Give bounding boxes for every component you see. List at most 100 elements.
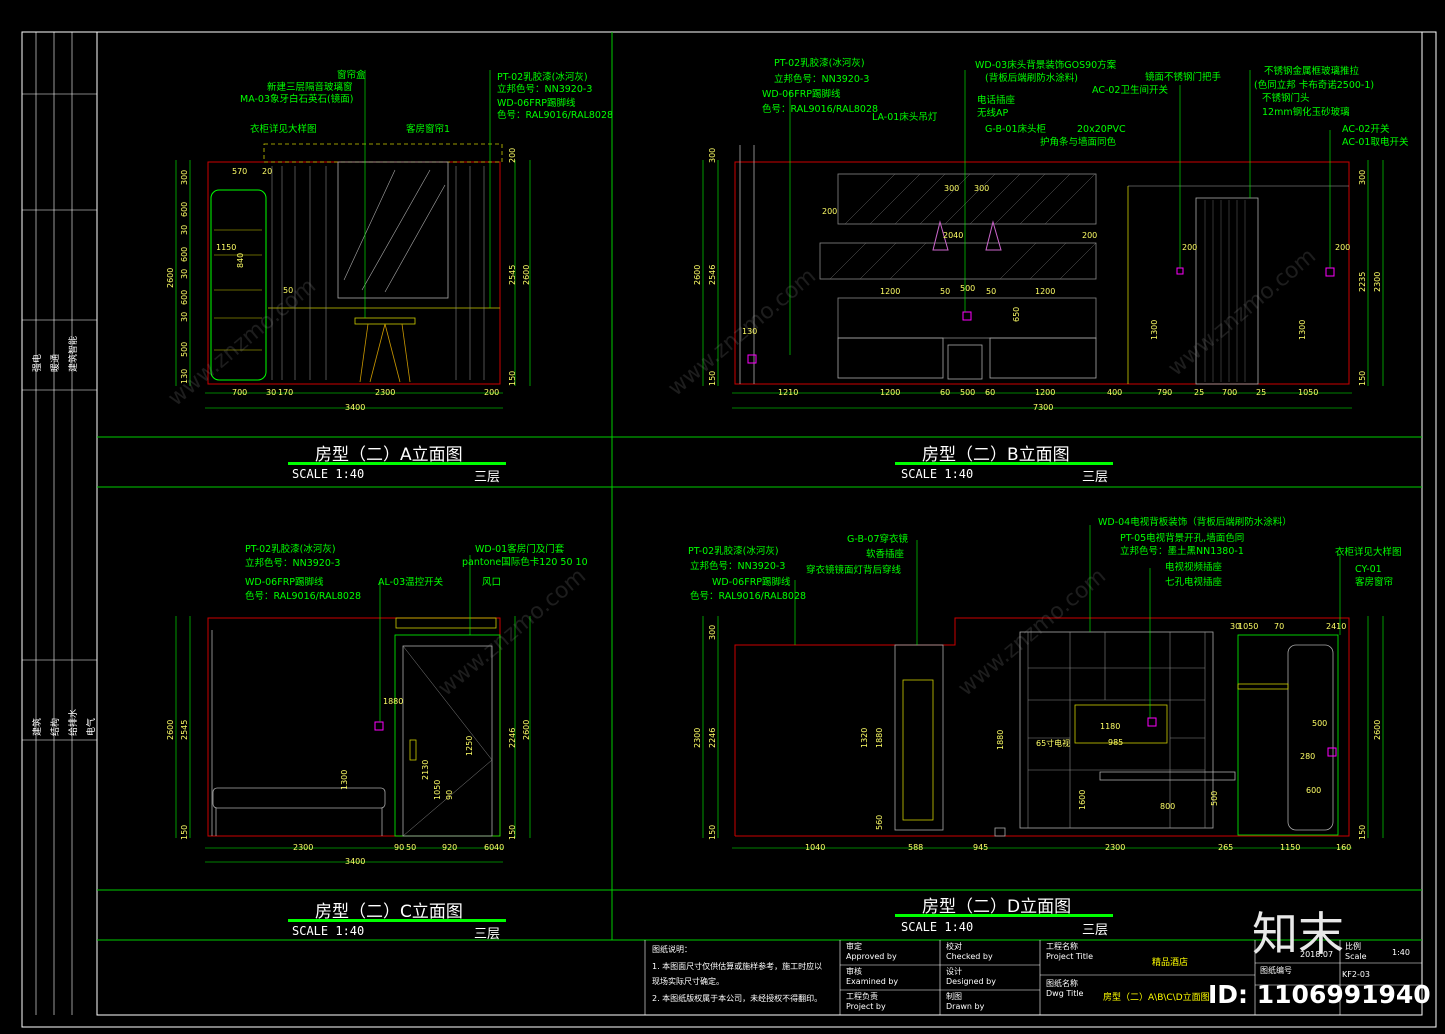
dimension: 50: [986, 287, 997, 296]
annotation: 电视视频插座: [1165, 562, 1223, 573]
dimension: 150: [508, 824, 517, 840]
dimension: 1200: [880, 287, 901, 296]
annotation: PT-02乳胶漆(冰河灰): [688, 546, 779, 557]
dwg-title: 房型（二）A\B\C\D立面图: [1103, 993, 1210, 1003]
annotation: WD-06FRP踢脚线: [762, 89, 841, 100]
dimension: 700: [1222, 388, 1238, 397]
dimension: 20: [262, 167, 273, 176]
dimension: 1040: [805, 843, 826, 852]
annotation: AC-01取电开关: [1342, 137, 1409, 148]
dimension: 588: [908, 843, 924, 852]
dimension: 2410: [1326, 622, 1347, 631]
annotation: AC-02卫生间开关: [1092, 85, 1168, 96]
elevation-a: [175, 70, 531, 409]
dimension: 150: [1358, 370, 1367, 386]
dimension: 200: [822, 207, 838, 216]
dimension: 1250: [465, 735, 474, 756]
left-col-label: 结构: [51, 717, 61, 736]
view-title-a: 房型（二）A立面图: [315, 445, 463, 465]
view-title-c: 房型（二）C立面图: [315, 902, 463, 922]
dimension: 30: [180, 268, 189, 279]
dimension: 2546: [708, 264, 717, 285]
outer-border: [21, 31, 1437, 1028]
left-col-label: 暖通: [51, 353, 61, 372]
dimension: 1880: [383, 697, 404, 706]
dimension: 25: [1256, 388, 1267, 397]
note-2: 2. 本图纸版权属于本公司，未经授权不得翻印。: [652, 994, 823, 1003]
dimension: 840: [236, 252, 245, 268]
dimension: 1200: [1035, 388, 1056, 397]
annotation: CY-01: [1355, 564, 1382, 575]
annotation: 新建三层隔音玻璃窗: [267, 82, 353, 93]
dwg-no: KF2-03: [1342, 970, 1371, 979]
title-block-grid: [644, 940, 1422, 1015]
dimension: 30: [180, 224, 189, 235]
dimension: 700: [232, 388, 248, 397]
annotation: 色号：RAL9016/RAL8028: [762, 104, 879, 115]
dimension: 65寸电视: [1036, 739, 1071, 748]
annotation: 衣柜详见大样图: [250, 124, 317, 135]
dimension: 790: [1157, 388, 1173, 397]
dimension: 150: [508, 370, 517, 386]
annotation: 立邦色号：NN3920-3: [497, 84, 593, 95]
title-underline: [288, 462, 506, 465]
dimension: 560: [875, 814, 884, 830]
dimension: 2600: [693, 264, 702, 285]
dimension: 300: [708, 147, 717, 163]
annotation: 不锈钢金属框玻璃推拉: [1264, 66, 1360, 77]
dimension: 200: [1182, 243, 1198, 252]
dimension: 300: [944, 184, 960, 193]
annotation: 七孔电视插座: [1165, 577, 1223, 588]
dimension: 25: [1194, 388, 1205, 397]
dimension: 400: [1107, 388, 1123, 397]
floor-label: 三层: [474, 470, 501, 485]
dimension: 985: [1108, 738, 1124, 747]
note-1: 1. 本图面尺寸仅供估算或施样参考，施工时应以: [652, 962, 823, 971]
left-col-label: 电气: [87, 717, 97, 736]
view-title-d: 房型（二）D立面图: [922, 897, 1072, 917]
annotation: 立邦色号：NN3920-3: [690, 561, 786, 572]
left-col-label: 给排水: [69, 708, 79, 736]
dimension: 280: [1300, 752, 1316, 761]
annotation: (色同立邦 卡布奇诺2500-1): [1254, 80, 1375, 91]
annotation: AL-03温控开关: [378, 577, 444, 588]
dimension: 2300: [1105, 843, 1126, 852]
title-underline: [895, 914, 1113, 917]
dimension: 600: [180, 246, 189, 262]
title-underline: [895, 462, 1113, 465]
annotation: PT-02乳胶漆(冰河灰): [497, 72, 588, 83]
dimension: 1210: [778, 388, 799, 397]
annotation: 衣柜详见大样图: [1335, 547, 1402, 558]
drawing-frame: [96, 31, 1423, 1016]
annotation: 窗帘盒: [337, 70, 366, 81]
dimension: 200: [1082, 231, 1098, 240]
date: 2018.07: [1300, 950, 1334, 959]
dimension: 600: [1306, 786, 1322, 795]
dimension: 2600: [1373, 719, 1382, 740]
dimension: 150: [708, 370, 717, 386]
dimension: 130: [742, 327, 758, 336]
elevation-d: [702, 525, 1384, 849]
annotation: 色号：RAL9016/RAL8028: [245, 591, 362, 602]
dimension: 2545: [180, 719, 189, 740]
dimension: 160: [1336, 843, 1352, 852]
annotation: WD-04电视背板装饰（背板后端刷防水涂料）: [1098, 517, 1292, 528]
dimension: 30: [266, 388, 277, 397]
dimension: 1200: [880, 388, 901, 397]
annotation: 风口: [482, 577, 502, 588]
annotation: 软香插座: [866, 549, 905, 560]
dimension: 300: [180, 169, 189, 185]
annotation: 无线AP: [977, 108, 1009, 119]
annotation: 穿衣镜镜面灯背后穿线: [806, 565, 902, 576]
notes-title: 图纸说明：: [652, 945, 692, 954]
dimension: 200: [484, 388, 500, 397]
annotation: MA-03象牙白石英石(镜面): [240, 94, 354, 105]
dimension: 500: [1312, 719, 1328, 728]
